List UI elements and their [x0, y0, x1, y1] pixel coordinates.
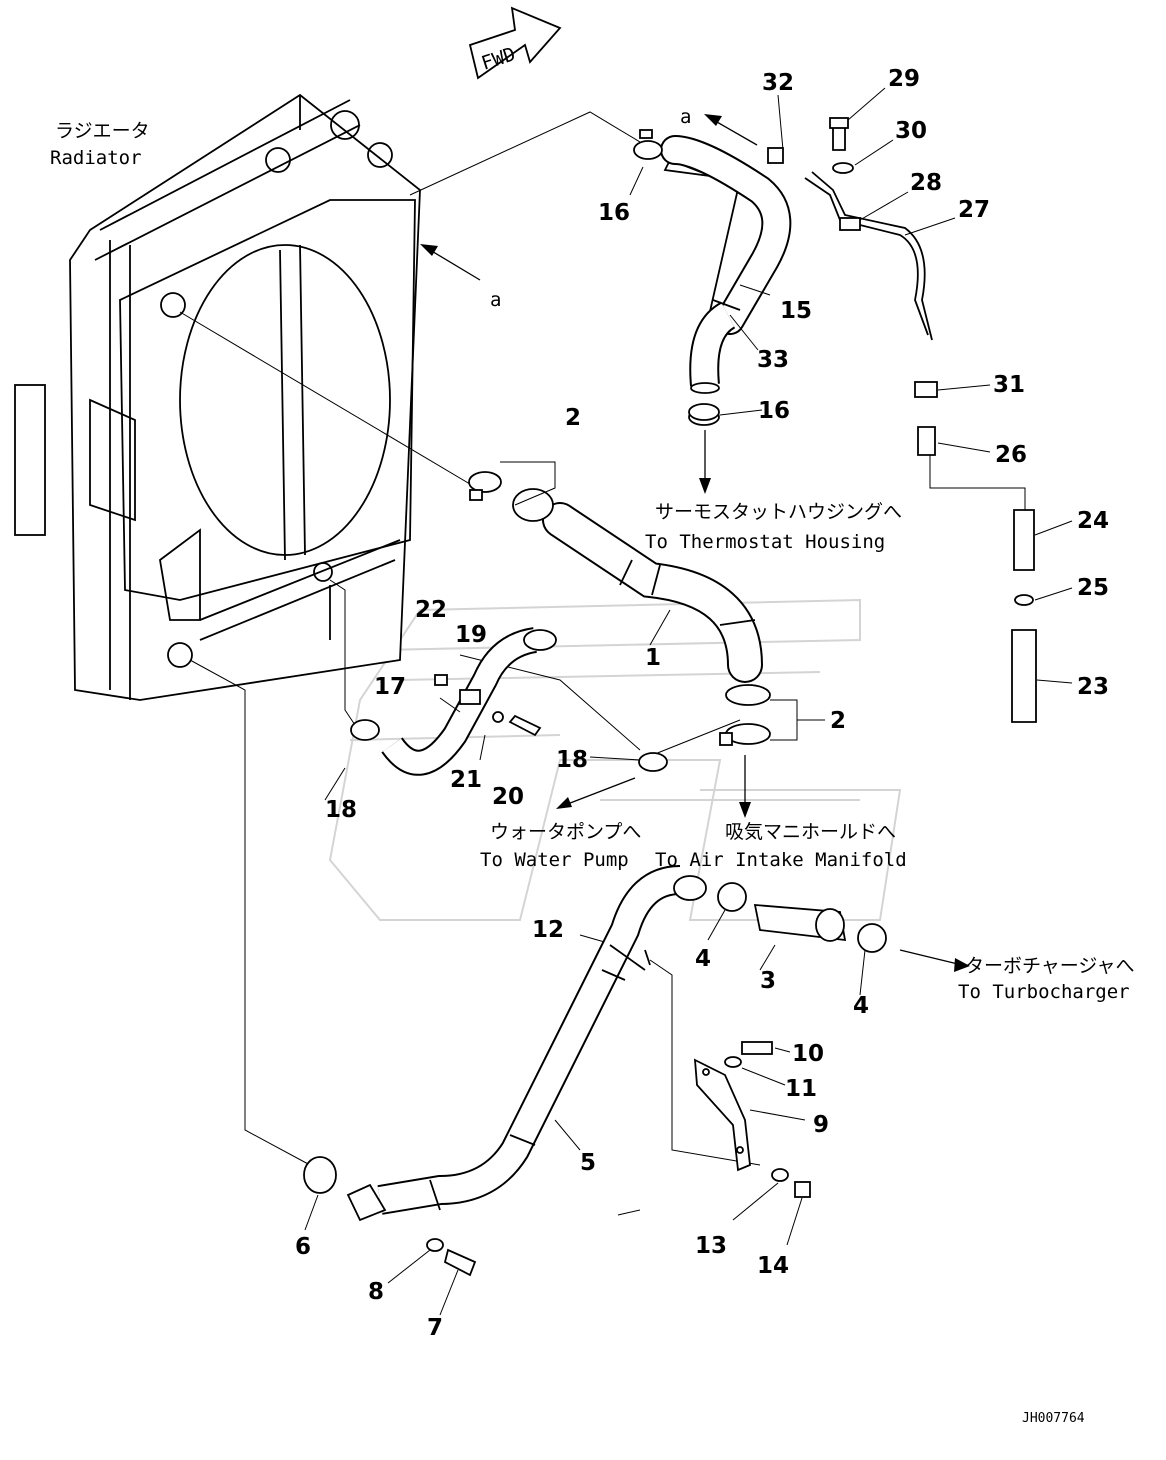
clamps-2-lower: [719, 684, 771, 746]
ref-a-arrows: a a: [420, 106, 758, 311]
callout-8: 8: [368, 1279, 384, 1305]
callout-12: 12: [532, 917, 564, 943]
callout-16-upper: 16: [598, 200, 630, 226]
radiator-label-en: Radiator: [50, 147, 142, 169]
dest-water-pump-ja: ウォータポンプへ: [490, 821, 641, 843]
callout-10: 10: [792, 1041, 824, 1067]
callout-17: 17: [374, 674, 406, 700]
callout-24: 24: [1077, 508, 1109, 534]
drawing-code: JH007764: [1022, 1411, 1085, 1426]
dest-turbo-ja: ターボチャージャへ: [965, 955, 1134, 977]
callout-2-lower: 2: [830, 708, 846, 734]
radiator-assembly: [14, 93, 421, 701]
callout-20: 20: [492, 784, 524, 810]
callout-31: 31: [993, 372, 1025, 398]
callout-16-lower: 16: [758, 398, 790, 424]
hose-15: [660, 135, 792, 394]
callout-2-upper: 2: [565, 405, 581, 431]
callout-1: 1: [645, 645, 661, 671]
dest-air-intake-en: To Air Intake Manifold: [655, 849, 907, 871]
callout-27: 27: [958, 197, 990, 223]
callout-26: 26: [995, 442, 1027, 468]
hose-17: [350, 627, 668, 776]
hose-5: [346, 865, 707, 1222]
callout-21: 21: [450, 767, 482, 793]
callout-29: 29: [888, 66, 920, 92]
clamps-4: [717, 882, 887, 953]
callout-23: 23: [1077, 674, 1109, 700]
callout-18-right: 18: [556, 747, 588, 773]
callout-13: 13: [695, 1233, 727, 1259]
dest-turbo-en: To Turbocharger: [958, 981, 1130, 1003]
callout-18-left: 18: [325, 797, 357, 823]
ref-a-label-upper: a: [680, 106, 691, 128]
callout-15: 15: [780, 298, 812, 324]
small-parts: [303, 117, 1037, 1277]
clamp-16-top: [633, 129, 663, 160]
radiator-label-ja: ラジエータ: [55, 120, 150, 142]
callout-32: 32: [762, 70, 794, 96]
ref-a-label-lower: a: [490, 289, 501, 311]
callout-5: 5: [580, 1150, 596, 1176]
bracket-9: [693, 1058, 751, 1172]
callout-numbers: 1 2 2 3 4 4 5 6 7 8 9 10 11 12 13 14 15 …: [295, 66, 1109, 1341]
callout-11: 11: [785, 1076, 817, 1102]
callout-22: 22: [415, 597, 447, 623]
dest-thermostat-ja: サーモスタットハウジングへ: [655, 501, 902, 523]
dest-water-pump-en: To Water Pump: [480, 849, 629, 871]
callout-leaders: [304, 87, 1073, 1316]
callout-30: 30: [895, 118, 927, 144]
callout-4-left: 4: [695, 946, 711, 972]
callout-28: 28: [910, 170, 942, 196]
dest-thermostat-en: To Thermostat Housing: [645, 531, 885, 553]
callout-14: 14: [757, 1253, 789, 1279]
callout-3: 3: [760, 968, 776, 994]
callout-7: 7: [427, 1315, 443, 1341]
callout-25: 25: [1077, 575, 1109, 601]
fwd-arrow: FWD: [468, 6, 562, 80]
callout-4-right: 4: [853, 993, 869, 1019]
dest-air-intake-ja: 吸気マニホールドへ: [725, 821, 896, 843]
hose-3: [753, 904, 847, 942]
callout-9: 9: [813, 1112, 829, 1138]
callout-33: 33: [757, 347, 789, 373]
callout-6: 6: [295, 1234, 311, 1260]
hose-1: [542, 502, 763, 683]
callout-19: 19: [455, 622, 487, 648]
clamps-2-upper: [468, 471, 554, 522]
clamp-16-bottom: [688, 403, 720, 426]
